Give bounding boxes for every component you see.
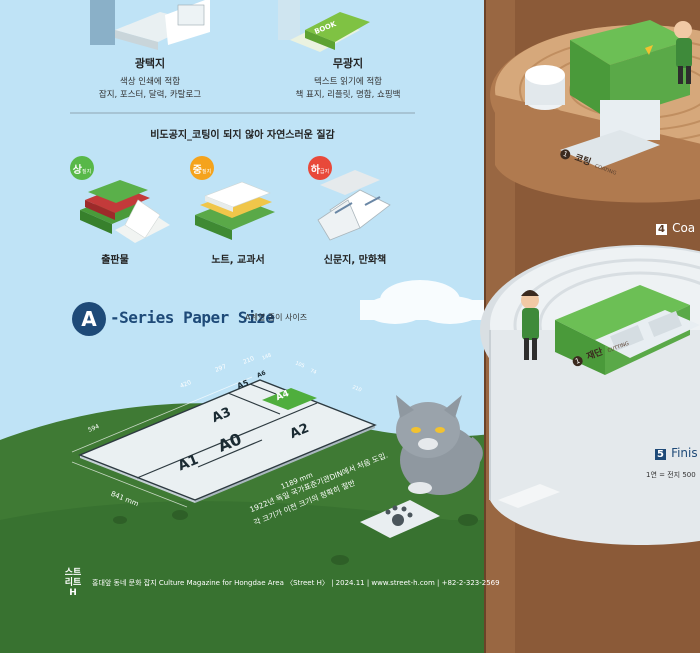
worker-figure: [674, 21, 692, 84]
glossy-paper-illustration: [90, 0, 210, 50]
cat-mascot: [396, 395, 483, 495]
badge-low-sub: 급지: [320, 169, 330, 175]
badge-high-main: 상: [72, 165, 82, 176]
finish-note: 1연 = 전지 500: [646, 471, 696, 479]
step5-number: 5: [655, 449, 666, 460]
a-series-title: -Series Paper Size: [110, 308, 275, 327]
glossy-title: 광택지: [134, 57, 166, 70]
cutting-step-num: 1: [571, 354, 585, 368]
coating-step-num: 1: [558, 147, 572, 161]
glossy-block: 광택지 색상 인쇄에 적합 잡지, 포스터, 달력, 카탈로그: [60, 55, 240, 100]
label-publication: 출판물: [101, 255, 129, 266]
footer-text: 홍대앞 동네 문화 잡지 Culture Magazine for Hongda…: [92, 579, 500, 587]
matte-desc-2: 책 표지, 리플릿, 명함, 쇼핑백: [295, 90, 401, 100]
matte-paper-illustration: [278, 0, 370, 52]
bushes: [113, 510, 478, 565]
step4-number: 4: [656, 224, 667, 235]
uncoated-heading: 비도공지_코팅이 되지 않아 자연스러운 질감: [150, 130, 335, 141]
step5-text: Finis: [671, 446, 698, 460]
badge-low-main: 하: [310, 165, 320, 176]
matte-desc-1: 텍스트 읽기에 적합: [314, 77, 382, 87]
label-newspaper: 신문지, 만화책: [323, 255, 387, 266]
badge-high-sub: 질지: [82, 169, 92, 175]
badge-medium-sub: 질지: [202, 169, 212, 175]
cloud: [360, 280, 490, 324]
a-series-diagram: [71, 376, 377, 508]
notebook-illustration: [195, 181, 275, 240]
street-h-logo: 스트리트H: [64, 568, 82, 598]
matte-title: 무광지: [332, 57, 364, 70]
paw-print-card: [360, 500, 440, 538]
a-series-subtitle: A계열 종이 사이즈: [245, 313, 308, 322]
glossy-desc-2: 잡지, 포스터, 달력, 카탈로그: [98, 90, 202, 100]
label-notebook: 노트, 교과서: [211, 255, 265, 266]
worker-figure-2: [521, 290, 539, 360]
badge-high: 상질지: [70, 156, 94, 180]
step4-text: Coa: [672, 221, 696, 235]
badge-medium-main: 중: [192, 165, 202, 176]
matte-block: 무광지 텍스트 읽기에 적합 책 표지, 리플릿, 명함, 쇼핑백: [258, 55, 438, 100]
publication-books-illustration: [80, 180, 170, 243]
glossy-desc-1: 색상 인쇄에 적합: [119, 77, 181, 87]
a-series-letter-badge: A: [72, 302, 106, 336]
paper-stack-decor: [498, 484, 560, 508]
cutting-machine: [555, 285, 700, 375]
step5-label: 5 Finis: [655, 442, 698, 461]
badge-low: 하급지: [308, 156, 332, 180]
badge-medium: 중질지: [190, 156, 214, 180]
step4-label: 4 Coa: [656, 217, 695, 236]
newspaper-illustration: [317, 170, 391, 241]
coating-machine: [525, 20, 690, 168]
